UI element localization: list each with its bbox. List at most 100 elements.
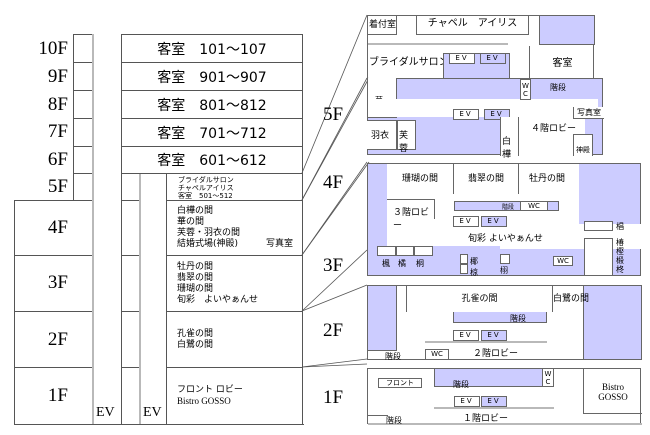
floor-1f-facilities[interactable]: フロント ロビー Bistro GOSSO (177, 385, 243, 407)
floor-6f-rooms[interactable]: 客室 601〜612 (157, 153, 267, 169)
facility-restaurant: 旬彩 よいやぁんせ (177, 295, 259, 305)
corridor (368, 99, 598, 117)
small-room-right-2[interactable]: 椿 (616, 238, 624, 247)
elevator-2[interactable]: EV (481, 396, 507, 407)
wc-2f[interactable]: WC (425, 349, 449, 360)
floor-line (121, 311, 139, 312)
elevator-1[interactable]: EV (453, 330, 479, 341)
room-photo-studio[interactable]: 写真室 (573, 107, 604, 119)
floor-10f-rooms[interactable]: 客室 101〜107 (157, 41, 267, 58)
floor-label-6f: 6F (47, 149, 68, 170)
room-fuyo[interactable]: 芙蓉 (397, 120, 416, 154)
room-shirakaba[interactable]: 白樺 (500, 117, 519, 160)
room-hisui[interactable]: 翡翠の間 (454, 164, 519, 194)
facility-fuyo-hagoromo: 芙蓉・羽衣の間 (177, 228, 241, 238)
floor-line (166, 200, 302, 201)
wc-4f[interactable]: W C (520, 79, 531, 100)
stairs-3f[interactable]: 階段 (502, 204, 515, 211)
stairs-3f-area (454, 201, 559, 211)
ground-line (14, 424, 304, 425)
small-room-mid-2[interactable]: 椋 (470, 268, 478, 277)
lobby-2f: ２階ロビー (473, 349, 519, 359)
bistro-gosso[interactable]: Bistro GOSSO (583, 369, 642, 414)
stairs-2f-left[interactable]: 階段 (385, 352, 401, 361)
floor-2f-facilities[interactable]: 孔雀の間 白鷺の間 (177, 329, 213, 351)
floor-line (14, 255, 92, 256)
front-desk[interactable]: フロント (378, 378, 422, 388)
floor-label-9f: 9F (47, 66, 68, 87)
plan-5f-service-area (539, 15, 595, 45)
floor-8f-rooms[interactable]: 客室 801〜812 (157, 97, 267, 114)
floor-line (73, 173, 92, 174)
elevator-2[interactable]: EV (481, 330, 507, 341)
floor-9f-rooms[interactable]: 客室 901〜907 (157, 69, 267, 86)
plan-2f: 孔雀の間 白鷺の間 階段 EV EV 階段 WC ２階ロビー (367, 285, 642, 361)
facility-hana: 華の間 (177, 217, 205, 227)
elevation-outline-right (302, 34, 303, 424)
ev-label-1: EV (96, 405, 115, 420)
small-room-right-3[interactable]: 樫 (616, 247, 624, 256)
room-hagoromo[interactable]: 羽衣 (367, 120, 397, 150)
elevator-1[interactable]: EV (449, 53, 475, 64)
plan-4f: 華 階段 W C EV EV 羽衣 芙蓉 白樺 ４階ロビー 写真室 神殿 (367, 78, 604, 160)
floor-label-10f: 10F (38, 38, 68, 59)
small-room-kiri[interactable]: 桐 (416, 259, 424, 268)
room-bridal-salon[interactable]: ブライダルサロン (369, 57, 449, 68)
elevator-2[interactable]: EV (481, 216, 507, 227)
elevator-1[interactable]: EV (453, 216, 479, 227)
room-hakuro[interactable]: 白鷺の間 (553, 294, 590, 304)
room-dressing[interactable]: 着付室 (367, 15, 397, 35)
room-chapel[interactable]: チャペル アイリス (416, 15, 529, 35)
room-botan[interactable]: 牡丹の間 (528, 174, 565, 184)
ev-label-2: EV (143, 405, 162, 420)
facility-kujaku: 孔雀の間 (177, 329, 214, 339)
floor-3f-facilities[interactable]: 牡丹の間 翡翠の間 珊瑚の間 旬彩 よいやぁんせ (177, 262, 258, 306)
stairs-1f-center[interactable]: 階段 (453, 380, 469, 389)
floor-4f-facilities[interactable]: 白樺の間 華の間 芙蓉・羽衣の間 結婚式場(神殿) (177, 206, 240, 250)
plan-label-2f: 2F (323, 320, 344, 341)
room-guest[interactable]: 客室 (529, 46, 595, 82)
floor-label-5f: 5F (47, 176, 68, 197)
corridor-line (425, 341, 547, 343)
small-room-right-1[interactable]: 椙 (616, 222, 624, 231)
ev-shaft-1 (92, 34, 94, 424)
floor-line (121, 90, 302, 91)
lobby-3f: ３階ロビー (387, 199, 435, 231)
small-room-kaede[interactable]: 楓 (382, 259, 390, 268)
restaurant-3f[interactable]: 旬彩 よいやぁんせ (468, 234, 543, 244)
floor-line (73, 118, 92, 119)
small-room-tachibana[interactable]: 橘 (398, 259, 406, 268)
elevator-2[interactable]: EV (484, 109, 510, 120)
facility-shirakaba: 白樺の間 (177, 206, 214, 216)
floor-line (73, 62, 92, 63)
small-room-box (584, 221, 613, 231)
stairs-2f-center[interactable]: 階段 (510, 314, 526, 323)
small-room-box (460, 264, 468, 274)
small-room-mid-3[interactable]: 栩 (500, 266, 508, 275)
room-sango[interactable]: 珊瑚の間 (387, 164, 454, 194)
lobby-1f: １階ロビー (463, 414, 509, 424)
elevator-2[interactable]: EV (480, 53, 506, 64)
stairs-4f[interactable]: 階段 (550, 83, 566, 92)
room-kujaku[interactable]: 孔雀の間 (406, 286, 553, 312)
wc-3f-upper[interactable]: WC (520, 201, 548, 211)
small-room-mid-1[interactable]: 椰 (470, 257, 478, 266)
wc-1f[interactable]: W C (543, 368, 554, 387)
small-room-box (414, 246, 433, 256)
wc-3f-lower[interactable]: WC (553, 256, 573, 266)
room-shinden[interactable]: 神殿 (573, 134, 593, 156)
stair-well-2f (367, 285, 397, 351)
elevator-1[interactable]: EV (453, 109, 479, 120)
floor-line (121, 200, 139, 201)
stairs-1f-left[interactable]: 階段 (386, 416, 402, 425)
corridor-line (368, 43, 508, 45)
plan-label-1f: 1F (323, 387, 344, 408)
facility-sango: 珊瑚の間 (177, 284, 214, 294)
plan-1f: フロント 階段 W C EV EV Bistro GOSSO 階段 １階ロビー (367, 368, 642, 425)
plan-5f: 着付室 チャペル アイリス ブライダルサロン EV EV 客室 (367, 15, 595, 82)
elevator-1[interactable]: EV (454, 396, 480, 407)
floor-7f-rooms[interactable]: 客室 701〜712 (157, 125, 267, 142)
small-room-right-4[interactable]: 椴 (616, 256, 624, 265)
small-room-right-5[interactable]: 柊 (616, 265, 624, 274)
floor-5f-facilities[interactable]: ブライダルサロン チャペルアイリス 客室 501〜512 (178, 176, 234, 200)
